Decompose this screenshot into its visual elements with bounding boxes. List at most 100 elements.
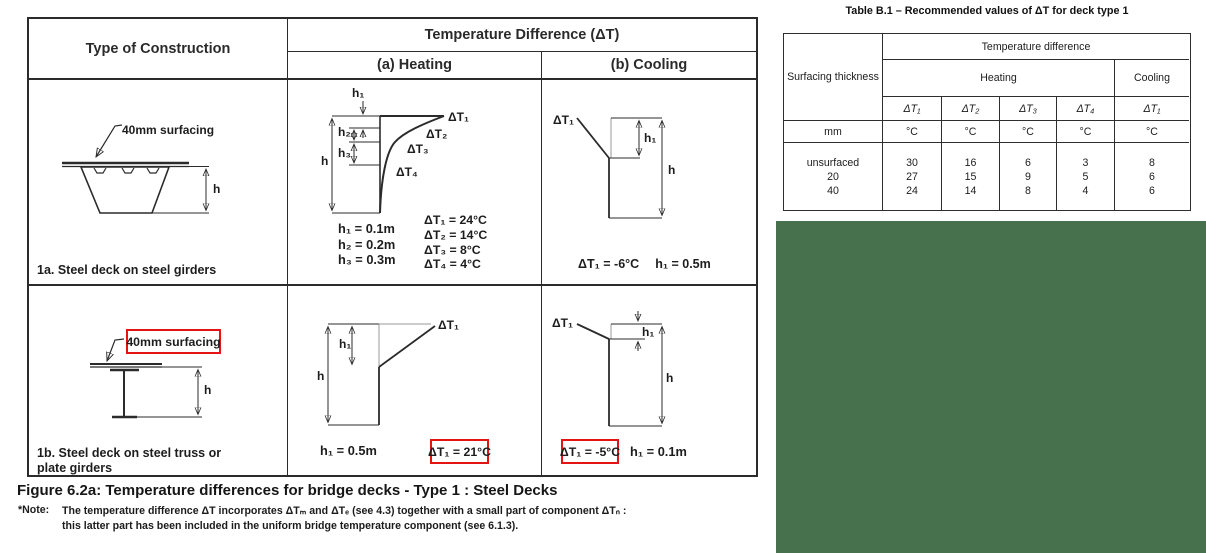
b1-cooling-label: Cooling	[1134, 72, 1170, 84]
table-b1-title: Table B.1 – Recommended values of ΔT for…	[845, 5, 1129, 17]
h1-value: h₁ = 0.1m	[338, 221, 395, 236]
b1-dt1-row2: 27	[906, 170, 918, 183]
h1-value: h₁ = 0.5m	[320, 443, 377, 458]
h1-dim-label: h₁	[644, 131, 656, 145]
b1-cooling-row1: 8	[1149, 156, 1155, 169]
cooling-profile-diagram-1b: ΔT₁ h₁ h	[552, 311, 673, 427]
dt1-value: ΔT₁ = 24°C	[424, 213, 487, 227]
b1-dt3-row3: 8	[1025, 184, 1031, 197]
dt1-highlight-box: ΔT₁ = -5°C	[559, 439, 621, 464]
b1-header-dt2: ΔT₂	[942, 97, 1000, 121]
b1-dt4-row1: 3	[1082, 156, 1089, 169]
h3-dim-label: h₃	[338, 146, 351, 160]
header-heating-label: (a) Heating	[377, 57, 452, 73]
dt2-value: ΔT₂ = 14°C	[424, 227, 488, 242]
b1-data-dt2: 16 15 14	[942, 143, 1000, 210]
h-dim-label: h	[668, 163, 675, 177]
figure-caption: Figure 6.2a: Temperature differences for…	[17, 482, 558, 499]
dt1-value: ΔT₁ = -6°C	[578, 257, 640, 271]
cooling-values-1a: ΔT₁ = -6°C h₁ = 0.5m	[578, 257, 711, 271]
cell-1a-cooling: ΔT₁ h₁ h ΔT₁ = -6°C h₁ = 0.5m	[542, 80, 756, 286]
note-line2: this latter part has been included in th…	[62, 520, 519, 532]
header-type-of-construction: Type of Construction	[29, 19, 288, 80]
note-label: *Note:	[18, 504, 50, 516]
b1-dt2-row1: 16	[964, 156, 977, 169]
dt1-value: ΔT₁ = -5°C	[559, 444, 621, 459]
header-cooling: (b) Cooling	[542, 52, 756, 80]
h-dim-label: h	[321, 154, 328, 168]
b1-dt3-row2: 9	[1025, 170, 1031, 183]
b1-data-thickness: unsurfaced 20 40	[784, 143, 883, 210]
b1-surfacing-thickness-label: Surfacing thickness	[787, 71, 879, 83]
h3-value: h₃ = 0.3m	[338, 252, 396, 267]
dt3-label: ΔT₃	[407, 142, 429, 156]
b1-dt4-row3: 4	[1082, 184, 1089, 197]
h1-dim-label: h₁	[642, 325, 654, 339]
cell-1a-caption: 1a. Steel deck on steel girders	[37, 263, 217, 277]
h1-value: h₁ = 0.5m	[655, 257, 711, 271]
dt1-label: ΔT₁	[552, 316, 573, 330]
b1-cooling-row2: 6	[1149, 170, 1155, 183]
h2-value: h₂ = 0.2m	[338, 236, 396, 252]
h1-dim-label: h₁	[339, 337, 351, 351]
green-block	[776, 221, 1206, 553]
b1-data-dt4: 3 5 4	[1057, 143, 1115, 210]
heating-profile-diagram-1a: h₁ h₂ h₃ h ΔT₁ ΔT₂ ΔT₃ ΔT₄	[321, 86, 469, 214]
h-values-list: h₁ = 0.1m h₂ = 0.2m h₃ = 0.3m	[338, 221, 396, 268]
figure-6-2a-table: Type of Construction Temperature Differe…	[27, 17, 758, 477]
plate-girder-diagram: h	[90, 338, 211, 419]
h2-dim-label: h₂	[338, 125, 351, 139]
h-dim-label: h	[213, 182, 220, 196]
b1-units-mm: mm	[784, 121, 883, 143]
dt4-value: ΔT₄ = 4°C	[424, 257, 481, 272]
dt3-value: ΔT₃ = 8°C	[424, 242, 481, 257]
cooling-profile-diagram-1a: ΔT₁ h₁ h	[553, 113, 675, 219]
cell-1b-caption-line1: 1b. Steel deck on steel truss or	[37, 446, 222, 460]
h-dim-label: h	[204, 383, 211, 397]
cell-1a-heating: h₁ h₂ h₃ h ΔT₁ ΔT₂ ΔT₃ ΔT₄ h₁ = 0.1m h₂ …	[288, 80, 542, 286]
surfacing-label: 40mm surfacing	[122, 123, 214, 137]
heating-profile-diagram-1b: ΔT₁ h₁ h	[317, 318, 459, 426]
header-heating: (a) Heating	[288, 52, 542, 80]
cell-1b-caption-line2: plate girders	[37, 461, 113, 475]
note-text: The temperature difference ΔT incorporat…	[62, 504, 626, 534]
header-temperature-difference: Temperature Difference (ΔT)	[288, 19, 756, 52]
dt1-label: ΔT₁	[448, 110, 469, 124]
h1-value: h₁ = 0.1m	[630, 444, 687, 459]
b1-header-cooling: Cooling	[1115, 60, 1189, 97]
box-girder-diagram: h 40mm surfacing	[62, 123, 220, 214]
b1-units-c1: °C	[883, 121, 942, 143]
header-type-of-construction-label: Type of Construction	[85, 40, 231, 57]
b1-units-c5: °C	[1115, 121, 1189, 143]
cell-1b-heating: ΔT₁ h₁ h h₁ = 0.5m ΔT₁ = 21°C	[288, 286, 542, 475]
b1-dt1-row3: 24	[906, 184, 918, 197]
b1-header-dt3: ΔT₃	[1000, 97, 1057, 121]
dt1-label: ΔT₁	[438, 318, 459, 332]
dt1-value: ΔT₁ = 21°C	[428, 444, 491, 459]
dt2-label: ΔT₂	[426, 127, 447, 141]
b1-units-c2: °C	[942, 121, 1000, 143]
figure-note: *Note: The temperature difference ΔT inc…	[18, 504, 626, 534]
dt1-highlight-box: ΔT₁ = 21°C	[428, 439, 491, 464]
note-line1: The temperature difference ΔT incorporat…	[62, 505, 627, 517]
b1-units-c3: °C	[1000, 121, 1057, 143]
b1-cooling-row3: 6	[1149, 184, 1155, 197]
h1-dim-label: h₁	[352, 86, 364, 100]
h-dim-label: h	[317, 369, 324, 383]
b1-temperature-difference-label: Temperature difference	[981, 40, 1091, 53]
b1-thickness-row3: 40	[827, 184, 839, 197]
header-temperature-difference-label: Temperature Difference (ΔT)	[424, 27, 620, 43]
cell-1b-cooling: ΔT₁ h₁ h ΔT₁ = -5°C h₁ = 0.1m	[542, 286, 756, 475]
b1-header-surfacing-thickness: Surfacing thickness	[784, 34, 883, 121]
b1-dt2-row3: 14	[964, 184, 977, 197]
cell-1b-construction: h 40mm surfacing 1b. Steel deck on steel…	[29, 286, 288, 475]
header-cooling-label: (b) Cooling	[610, 57, 688, 73]
b1-header-heating: Heating	[883, 60, 1115, 97]
b1-header-dt4: ΔT₄	[1057, 97, 1115, 121]
b1-dt2-row2: 15	[964, 170, 977, 183]
b1-dt3-row1: 6	[1025, 156, 1031, 169]
cell-1b-caption: 1b. Steel deck on steel truss or plate g…	[37, 446, 221, 476]
b1-header-cooling-dt1: ΔT₁	[1115, 97, 1189, 121]
surfacing-label: 40mm surfacing	[126, 334, 221, 349]
